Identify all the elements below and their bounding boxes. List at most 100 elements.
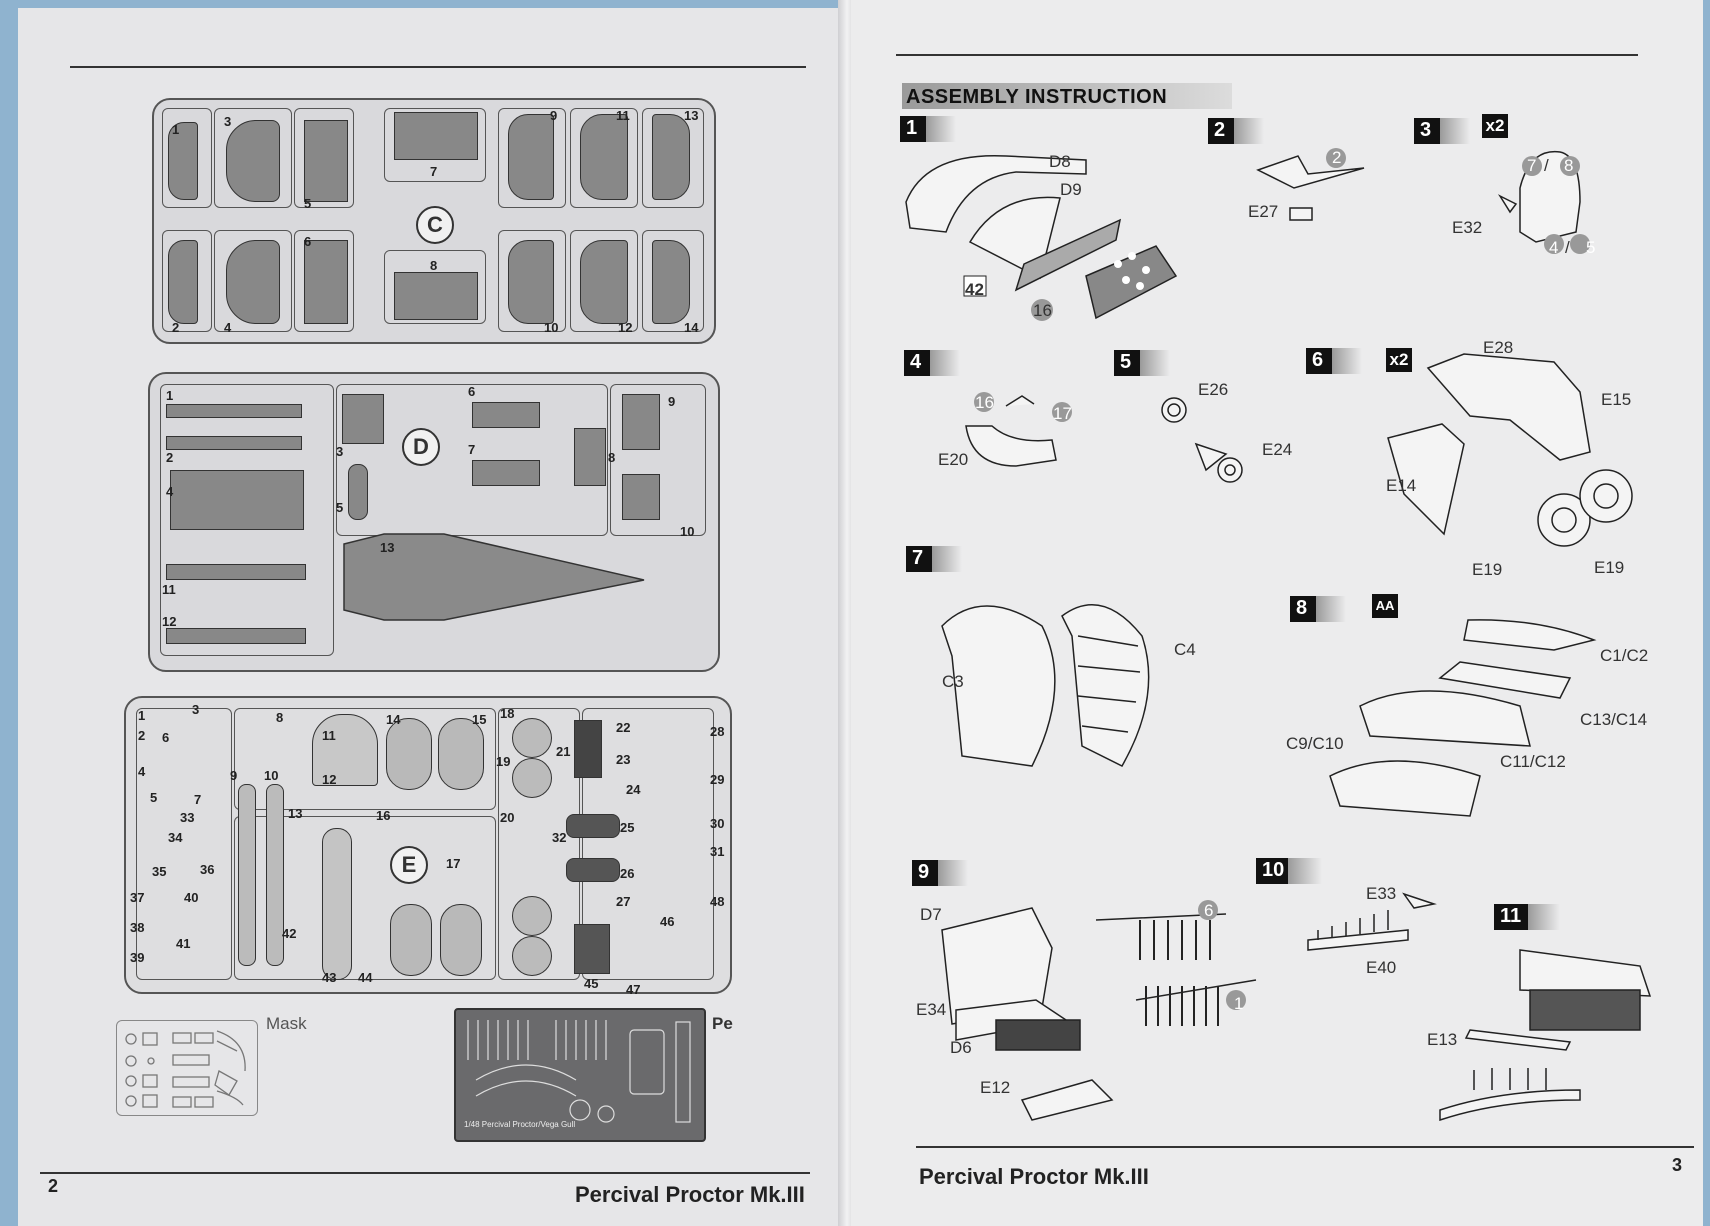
step-3-label: E32: [1452, 218, 1483, 237]
part-label: 41: [176, 936, 191, 951]
step-11-drawing: [1439, 949, 1652, 1122]
part-label: 10: [264, 768, 279, 783]
part-label: 9: [668, 394, 676, 409]
step-3-multiplier: x2: [1482, 114, 1508, 138]
step-5-drawing: [1161, 397, 1243, 483]
step-1-label: 16: [1033, 301, 1052, 320]
part-label: 9: [230, 768, 238, 783]
sprue-e: E 1 2 3 4 5 6 7 8 9 10 11 12 13 14 15 16…: [124, 696, 732, 997]
sprue-d-part-8: [574, 428, 606, 486]
part-label: 27: [616, 894, 631, 909]
pe-fret-text: 1/48 Percival Proctor/Vega Gull: [464, 1120, 576, 1129]
step-6-label: E19: [1472, 560, 1503, 579]
assembly-header-text: ASSEMBLY INSTRUCTION: [906, 86, 1168, 108]
sprue-c-frame-7: [384, 108, 486, 182]
sprue-d-part-3: [342, 394, 384, 444]
sprue-e-frame-a: [136, 708, 232, 980]
part-label: 26: [620, 866, 635, 881]
step-10-drawing: [1307, 892, 1437, 951]
part-label: 29: [710, 772, 725, 787]
sprue-d-frame-left: [160, 384, 334, 656]
sprue-c-part-6: [304, 240, 348, 324]
part-label: 20: [500, 810, 515, 825]
sprue-c-frame-10: [498, 230, 566, 332]
part-label: 5: [150, 790, 158, 805]
part-label: 8: [276, 710, 284, 725]
sprue-d-part-2: [166, 436, 302, 450]
part-label: 3: [336, 444, 344, 459]
sprue-c-frame-14: [642, 230, 704, 332]
part-label: 11: [616, 108, 630, 123]
sprue-d-part-13: [343, 533, 645, 621]
sprue-e-part-32: [566, 814, 620, 838]
sprue-d-letter: D: [402, 428, 440, 466]
sprue-e-part-45: [574, 924, 610, 974]
sprue-e-frame-d: [498, 708, 580, 980]
step-8-label: C11/C12: [1500, 752, 1566, 771]
left-footer-title: Percival Proctor Mk.III: [575, 1182, 805, 1207]
sprue-c-letter: C: [416, 206, 454, 244]
mask-sheet: [116, 1020, 258, 1116]
step-1-label: 42: [965, 280, 984, 299]
part-label: 2: [166, 450, 174, 465]
part-label: 9: [550, 108, 558, 123]
part-label: 4: [224, 320, 232, 335]
pe-fret-parts: [467, 1020, 691, 1123]
part-label: 30: [710, 816, 725, 831]
step-7-badge: 7: [906, 546, 962, 572]
sprue-e-part-15: [438, 718, 484, 790]
part-label: 32: [552, 830, 567, 845]
part-label: 3: [224, 114, 232, 129]
step-11-label: E13: [1427, 1030, 1458, 1049]
part-label: 25: [620, 820, 635, 835]
sprue-d-part-7: [472, 460, 540, 486]
part-label: 35: [152, 864, 167, 879]
part-label: 8: [608, 450, 616, 465]
step-6-badge: 6: [1306, 348, 1362, 374]
part-label: 10: [544, 320, 559, 335]
sprue-c-part-12: [580, 240, 628, 324]
step-8-badge: 8: [1290, 596, 1346, 622]
part-label: 5: [336, 500, 344, 515]
step-1-drawing: [905, 154, 1178, 321]
sprue-e-part-10: [266, 784, 284, 966]
step-2-label: 2: [1332, 148, 1342, 167]
step-4-drawing: [965, 392, 1072, 467]
part-label: 31: [710, 844, 725, 859]
part-label: 17: [446, 856, 461, 871]
step-10-badge: 10: [1256, 858, 1322, 884]
sprue-c-frame-11: [570, 108, 638, 208]
part-label: 33: [180, 810, 195, 825]
sprue-d-part-12: [166, 628, 306, 644]
sprue-c-frame-3: [214, 108, 292, 208]
left-top-rule: [70, 66, 806, 68]
step-10-label: E40: [1366, 958, 1397, 977]
step-6-label: E19: [1594, 558, 1625, 577]
sprue-e-part-18: [512, 718, 552, 758]
step-5-label: E26: [1198, 380, 1229, 399]
sprue-e-part-14: [386, 718, 432, 790]
part-label: 13: [380, 540, 395, 555]
sprue-c-frame-6: [294, 230, 354, 332]
sprue-d-part-6: [472, 402, 540, 428]
part-label: 37: [130, 890, 145, 905]
sprue-c-part-9: [508, 114, 554, 200]
step-3-label: 5: [1586, 238, 1596, 257]
step-3-label: 7: [1527, 156, 1537, 175]
sprue-e-frame-e: [582, 708, 714, 980]
part-label: 1: [166, 388, 174, 403]
part-label: 6: [162, 730, 170, 745]
part-label: 5: [304, 196, 312, 211]
sprue-e-part-11: [312, 714, 378, 786]
part-label: 12: [618, 320, 633, 335]
sprue-c-part-3: [226, 120, 280, 202]
part-label: 6: [304, 234, 312, 249]
step-9-label: E34: [916, 1000, 947, 1019]
step-11-badge: 11: [1494, 904, 1560, 930]
sprue-d: D 1 2 3 4 5 6 7 8 9 10 11 12 13: [148, 372, 720, 672]
step-9-label: 1: [1234, 994, 1244, 1013]
pe-label: Pe: [712, 1014, 733, 1033]
sprue-d-part-4: [170, 470, 304, 530]
part-label: 46: [660, 914, 675, 929]
step-8-label: C1/C2: [1600, 646, 1649, 665]
